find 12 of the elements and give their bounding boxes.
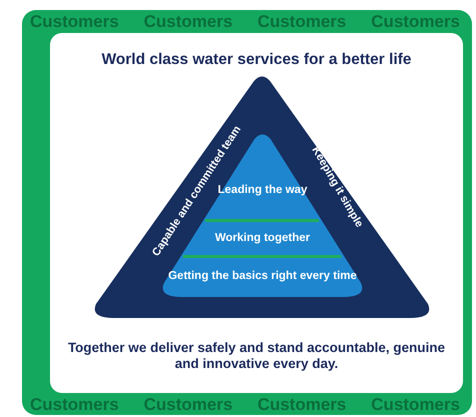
background-word: Customers bbox=[257, 13, 346, 30]
background-word: Customers bbox=[30, 13, 119, 30]
background-word: Customers bbox=[257, 396, 346, 413]
background-word: Customers bbox=[144, 13, 233, 30]
caption: Together we deliver safely and stand accountable, genuine and innovative every day. bbox=[66, 340, 446, 372]
background-word: Customers bbox=[144, 396, 233, 413]
background-word: Customers bbox=[371, 396, 460, 413]
background-word: Customers bbox=[30, 396, 119, 413]
background-word: Customers bbox=[371, 13, 460, 30]
tier-label: Working together bbox=[180, 227, 345, 251]
tier-label: Getting the basics right every time bbox=[164, 265, 361, 289]
title: World class water services for a better life bbox=[100, 50, 412, 70]
